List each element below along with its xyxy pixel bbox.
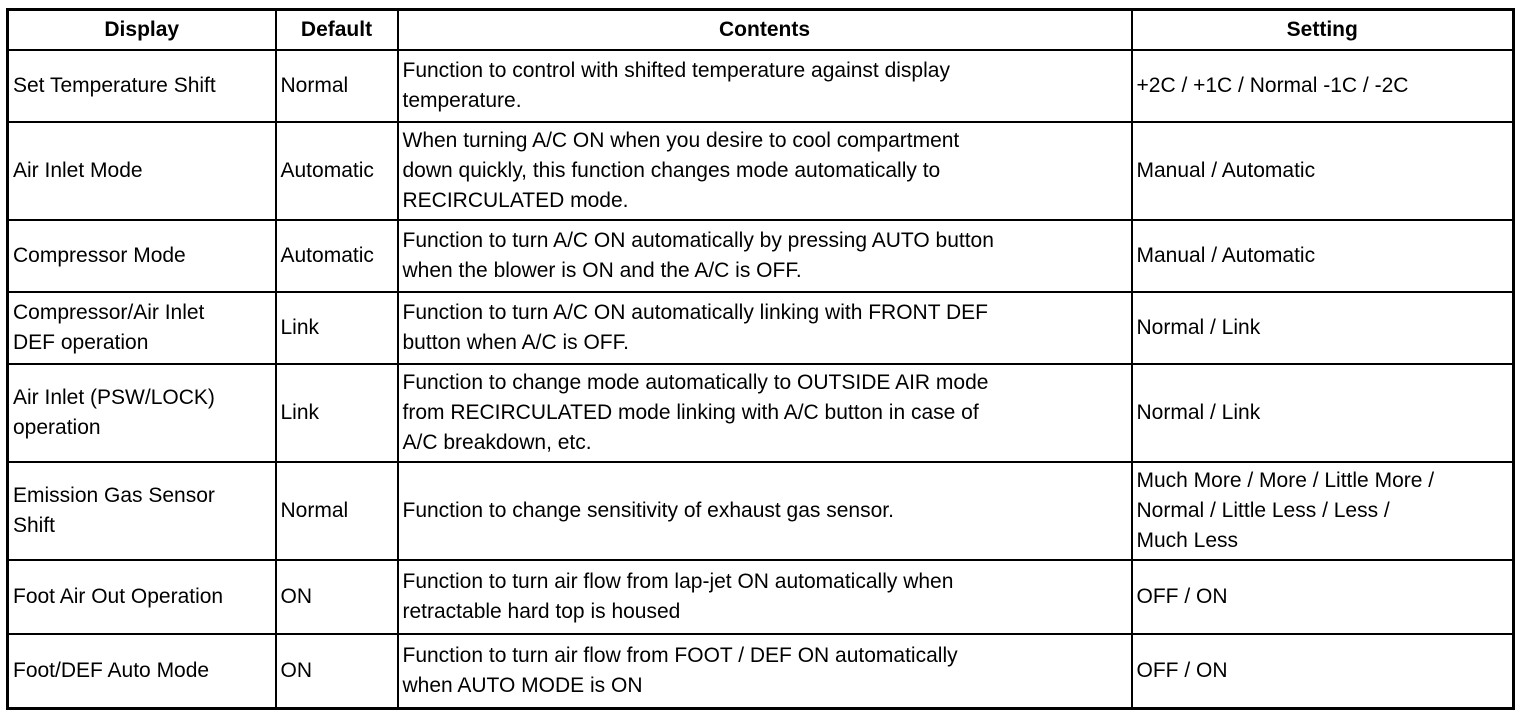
contents-cell: When turning A/C ON when you desire to c… <box>396 121 1133 221</box>
default-cell: Normal <box>274 49 399 123</box>
default-cell: Automatic <box>274 121 399 221</box>
setting-cell: Much More / More / Little More / Normal … <box>1130 461 1515 561</box>
table-row: Set Temperature Shift Normal Function to… <box>6 49 1515 123</box>
display-cell: Foot/DEF Auto Mode <box>6 633 277 710</box>
header-contents: Contents <box>396 8 1133 51</box>
table-row: Air Inlet Mode Automatic When turning A/… <box>6 121 1515 221</box>
table-row: Compressor/Air Inlet DEF operation Link … <box>6 291 1515 365</box>
contents-cell: Function to turn air flow from lap-jet O… <box>396 559 1133 635</box>
display-cell: Foot Air Out Operation <box>6 559 277 635</box>
contents-cell: Function to turn A/C ON automatically by… <box>396 219 1133 293</box>
table-row: Foot Air Out Operation ON Function to tu… <box>6 559 1515 635</box>
display-cell: Emission Gas Sensor Shift <box>6 461 277 561</box>
default-cell: Normal <box>274 461 399 561</box>
table-row: Air Inlet (PSW/LOCK) operation Link Func… <box>6 363 1515 463</box>
setting-cell: Manual / Automatic <box>1130 219 1515 293</box>
contents-cell: Function to turn air flow from FOOT / DE… <box>396 633 1133 710</box>
header-default: Default <box>274 8 399 51</box>
default-cell: Automatic <box>274 219 399 293</box>
setting-cell: OFF / ON <box>1130 559 1515 635</box>
default-cell: Link <box>274 291 399 365</box>
contents-cell: Function to change sensitivity of exhaus… <box>396 461 1133 561</box>
table-header-row: Display Default Contents Setting <box>6 8 1515 51</box>
header-setting: Setting <box>1130 8 1515 51</box>
setting-cell: +2C / +1C / Normal -1C / -2C <box>1130 49 1515 123</box>
display-cell: Compressor/Air Inlet DEF operation <box>6 291 277 365</box>
setting-cell: Normal / Link <box>1130 363 1515 463</box>
contents-cell: Function to control with shifted tempera… <box>396 49 1133 123</box>
default-cell: Link <box>274 363 399 463</box>
setting-cell: Manual / Automatic <box>1130 121 1515 221</box>
header-display: Display <box>6 8 277 51</box>
table-row: Emission Gas Sensor Shift Normal Functio… <box>6 461 1515 561</box>
default-cell: ON <box>274 633 399 710</box>
default-cell: ON <box>274 559 399 635</box>
display-cell: Air Inlet (PSW/LOCK) operation <box>6 363 277 463</box>
contents-cell: Function to change mode automatically to… <box>396 363 1133 463</box>
display-cell: Set Temperature Shift <box>6 49 277 123</box>
table-row: Foot/DEF Auto Mode ON Function to turn a… <box>6 633 1515 710</box>
settings-table: Display Default Contents Setting Set Tem… <box>6 8 1515 710</box>
contents-cell: Function to turn A/C ON automatically li… <box>396 291 1133 365</box>
display-cell: Air Inlet Mode <box>6 121 277 221</box>
setting-cell: OFF / ON <box>1130 633 1515 710</box>
setting-cell: Normal / Link <box>1130 291 1515 365</box>
display-cell: Compressor Mode <box>6 219 277 293</box>
table-row: Compressor Mode Automatic Function to tu… <box>6 219 1515 293</box>
